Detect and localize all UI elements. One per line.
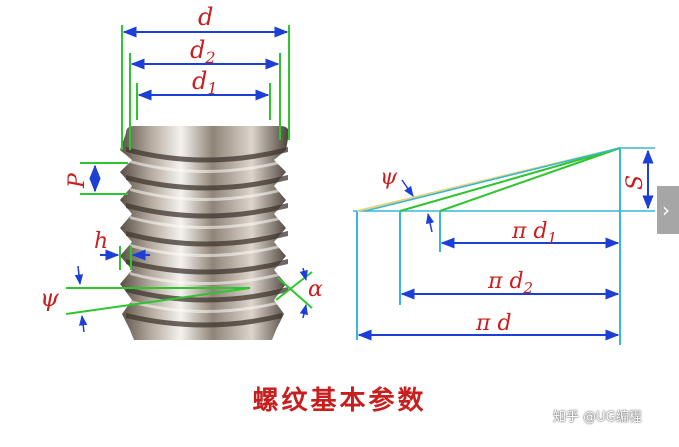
chevron-right-icon: ›	[662, 198, 670, 222]
label-p: P	[65, 172, 90, 189]
diameter-dimensions	[122, 26, 289, 101]
thread-angle	[275, 267, 313, 319]
label-d1: d1	[192, 67, 218, 98]
label-pi-d: π d	[475, 311, 512, 336]
label-pi-d1: π d1	[511, 219, 557, 247]
label-alpha: α	[308, 277, 323, 302]
label-h: h	[94, 229, 108, 254]
helix-angle-left	[65, 265, 251, 333]
label-psi-right: ψ	[380, 165, 398, 190]
label-pi-d2: π d2	[487, 269, 533, 297]
label-psi-left: ψ	[40, 284, 60, 312]
pitch-dimension	[80, 162, 128, 195]
next-slide-button[interactable]: ›	[657, 186, 679, 234]
circumference-dimensions	[357, 237, 620, 341]
diagram-title: 螺纹基本参数	[252, 386, 427, 416]
diameter-extension-lines	[121, 25, 290, 150]
label-s: S	[623, 175, 648, 190]
thread-height-dimension	[100, 246, 150, 270]
helix-unrolled	[353, 147, 655, 345]
threaded-bolt	[120, 126, 289, 340]
watermark: 知乎 @UG编程	[553, 410, 642, 425]
label-d: d	[198, 3, 213, 31]
label-d2: d2	[190, 36, 216, 67]
